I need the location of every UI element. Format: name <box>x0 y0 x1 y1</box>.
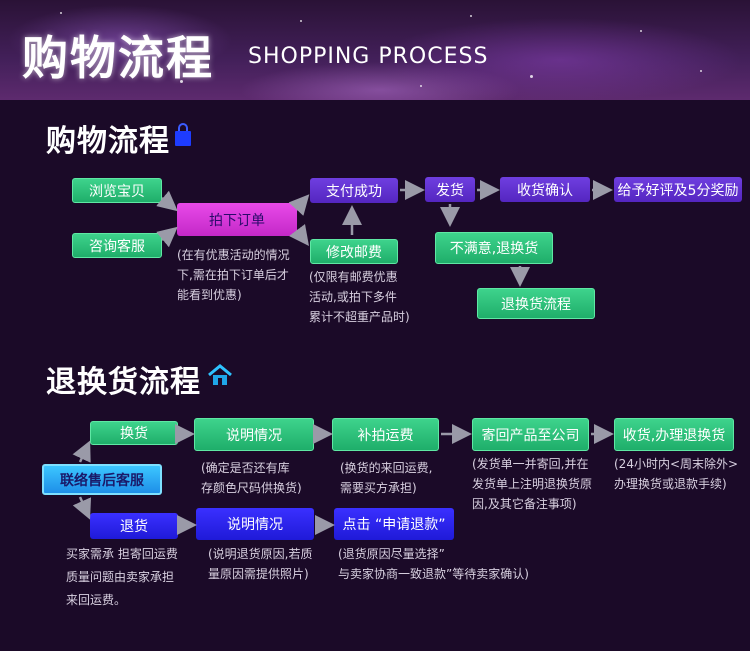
header-banner: 购物流程 SHOPPING PROCESS <box>0 0 750 100</box>
browse-products-label: 浏览宝贝 <box>89 183 145 200</box>
send-back-node: 寄回产品至公司 <box>472 418 589 451</box>
send-back-note: (发货单一并寄回,并在 发货单上注明退换货原 因,及其它备注事项) <box>472 457 593 511</box>
arrow-browse-to-order <box>156 190 178 212</box>
explain-situation-note: (确定是否还有库 存颜色尺码供换货) <box>201 461 302 495</box>
payment-success-node: 支付成功 <box>310 178 398 203</box>
return-process-node: 退换货流程 <box>477 288 595 319</box>
modify-postage-note: (仅限有邮费优惠 活动,或拍下多件 累计不超重产品时) <box>309 270 410 324</box>
exchange-label: 换货 <box>120 426 148 442</box>
consult-service-node: 咨询客服 <box>72 233 162 258</box>
ship-label: 发货 <box>436 182 464 199</box>
refund-label: 退货 <box>120 519 148 535</box>
receive-process-node: 收货,办理退换货 <box>614 418 734 451</box>
explain-situation-label: 说明情况 <box>226 427 282 444</box>
explain-refund-node: 说明情况 <box>196 508 314 540</box>
browse-products-node: 浏览宝贝 <box>72 178 162 203</box>
pay-freight-label: 补拍运费 <box>357 427 414 444</box>
apply-refund-note: (退货原因尽量选择” 与卖家协商一致退款”等待卖家确认) <box>338 547 529 581</box>
arrow-contact-to-exchange <box>72 440 91 463</box>
apply-refund-label: 点击 “申请退款” <box>342 517 446 533</box>
receive-process-note: (24小时内<周末除外> 办理换货或退款手续) <box>614 457 739 491</box>
shopping-section-title: 购物流程 <box>46 124 170 159</box>
place-order-label: 拍下订单 <box>209 212 265 229</box>
pay-freight-note: (换货的来回运费, 需要买方承担) <box>340 461 433 495</box>
consult-service-label: 咨询客服 <box>89 238 145 255</box>
unsatisfied-return-label: 不满意,退换货 <box>449 241 539 257</box>
explain-refund-note: (说明退货原因,若质 量原因需提供照片) <box>208 547 313 581</box>
explain-situation-node: 说明情况 <box>194 418 314 451</box>
arrow-contact-to-refund <box>72 496 92 520</box>
modify-postage-label: 修改邮费 <box>326 244 382 261</box>
send-back-label: 寄回产品至公司 <box>481 427 580 444</box>
refund-note: 买家需承 担寄回运费 质量问题由卖家承担 来回运费。 <box>66 547 178 607</box>
arrow-order-to-postage <box>289 224 309 246</box>
return-process-label: 退换货流程 <box>501 296 571 313</box>
contact-aftersales-label: 联络售后客服 <box>60 472 144 489</box>
pay-freight-node: 补拍运费 <box>332 418 439 451</box>
arrow-order-to-pay <box>288 194 310 216</box>
place-order-note: (在有优惠活动的情况 下,需在拍下订单后才 能看到优惠) <box>177 248 290 302</box>
positive-review-label: 给予好评及5分奖励 <box>617 182 739 199</box>
arrow-consult-to-order <box>156 226 178 248</box>
ship-node: 发货 <box>425 177 475 202</box>
unsatisfied-return-node: 不满意,退换货 <box>435 232 553 264</box>
contact-aftersales-node: 联络售后客服 <box>42 464 162 495</box>
positive-review-node: 给予好评及5分奖励 <box>614 177 742 202</box>
explain-refund-label: 说明情况 <box>227 517 283 533</box>
place-order-node: 拍下订单 <box>177 203 297 236</box>
refund-node: 退货 <box>90 513 178 539</box>
banner-subtitle: SHOPPING PROCESS <box>248 44 489 69</box>
confirm-receipt-label: 收货确认 <box>517 182 573 199</box>
shopping-bag-icon <box>175 123 191 146</box>
apply-refund-node: 点击 “申请退款” <box>334 508 454 540</box>
payment-success-label: 支付成功 <box>326 183 382 200</box>
modify-postage-node: 修改邮费 <box>310 239 398 264</box>
receive-process-label: 收货,办理退换货 <box>622 427 726 444</box>
returns-section-title: 退换货流程 <box>46 365 201 400</box>
banner-title: 购物流程 <box>22 31 214 85</box>
confirm-receipt-node: 收货确认 <box>500 177 590 202</box>
house-icon <box>208 364 232 385</box>
